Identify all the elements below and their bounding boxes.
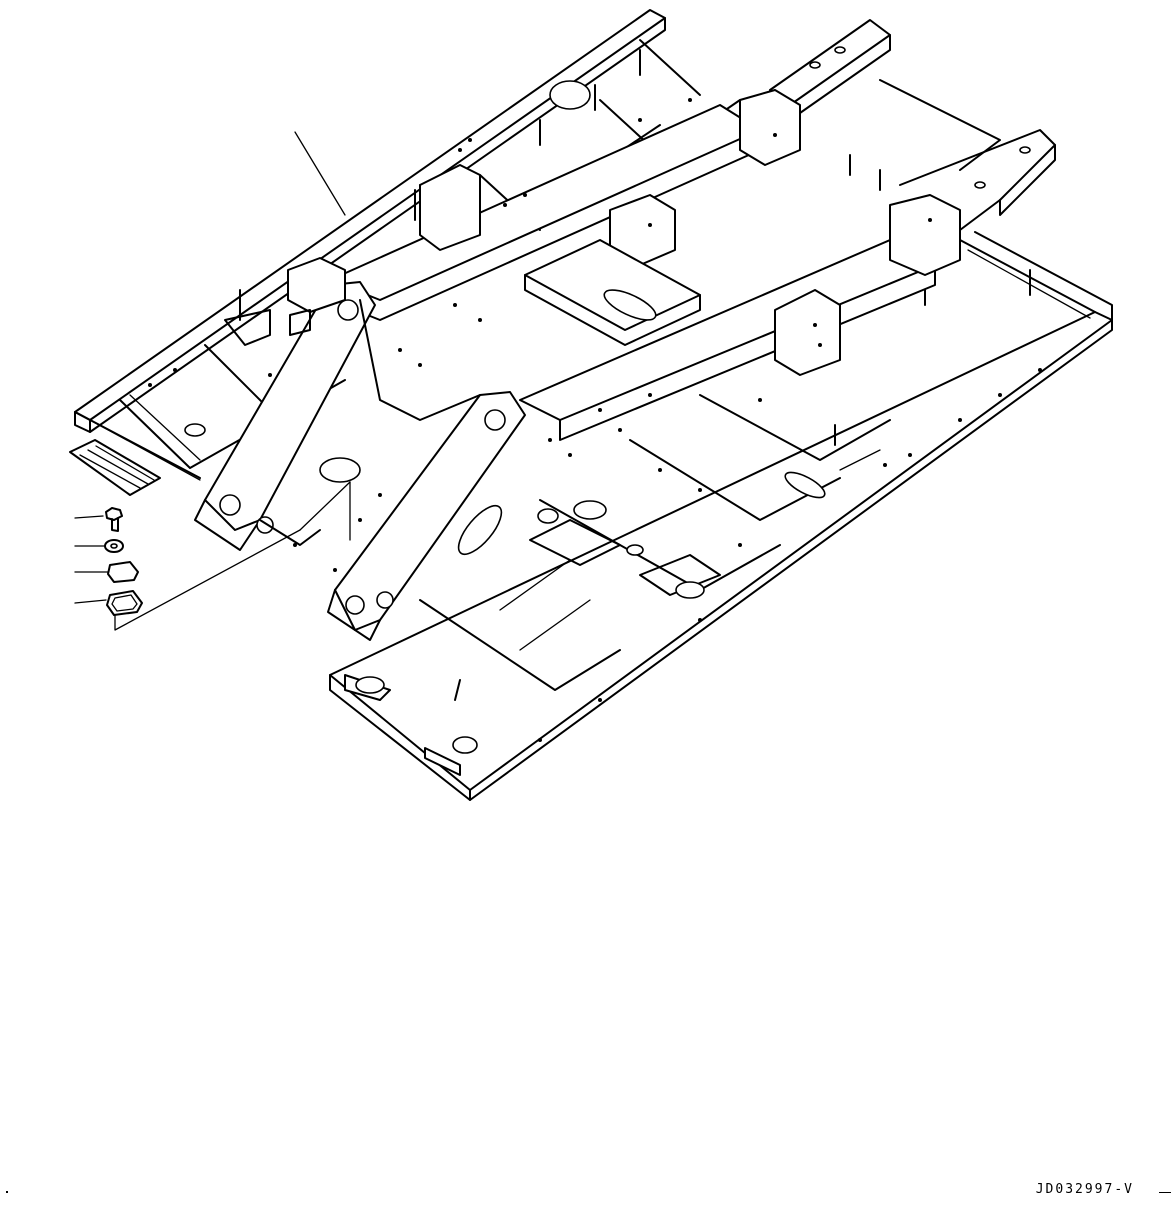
- exploded-parts: [105, 508, 142, 615]
- upright-brackets: [288, 90, 960, 375]
- outer-frame: [75, 10, 1112, 800]
- corner-dot: [6, 1191, 8, 1193]
- bolt-part: [106, 508, 122, 531]
- step-fitting: [70, 440, 160, 495]
- drawing-id-label: JD032997-V: [1035, 1182, 1134, 1197]
- cover-plate-part: [108, 562, 138, 582]
- callout-leaders: [75, 482, 350, 630]
- gasket-part: [107, 591, 142, 615]
- washer-part: [105, 540, 123, 552]
- corner-mark: [1159, 1192, 1171, 1193]
- frame-leader-line: [295, 132, 345, 215]
- boom-foot-brackets: [195, 282, 525, 640]
- center-plates: [525, 240, 720, 595]
- bolt-dots: [148, 98, 1042, 742]
- access-holes: [185, 47, 1030, 753]
